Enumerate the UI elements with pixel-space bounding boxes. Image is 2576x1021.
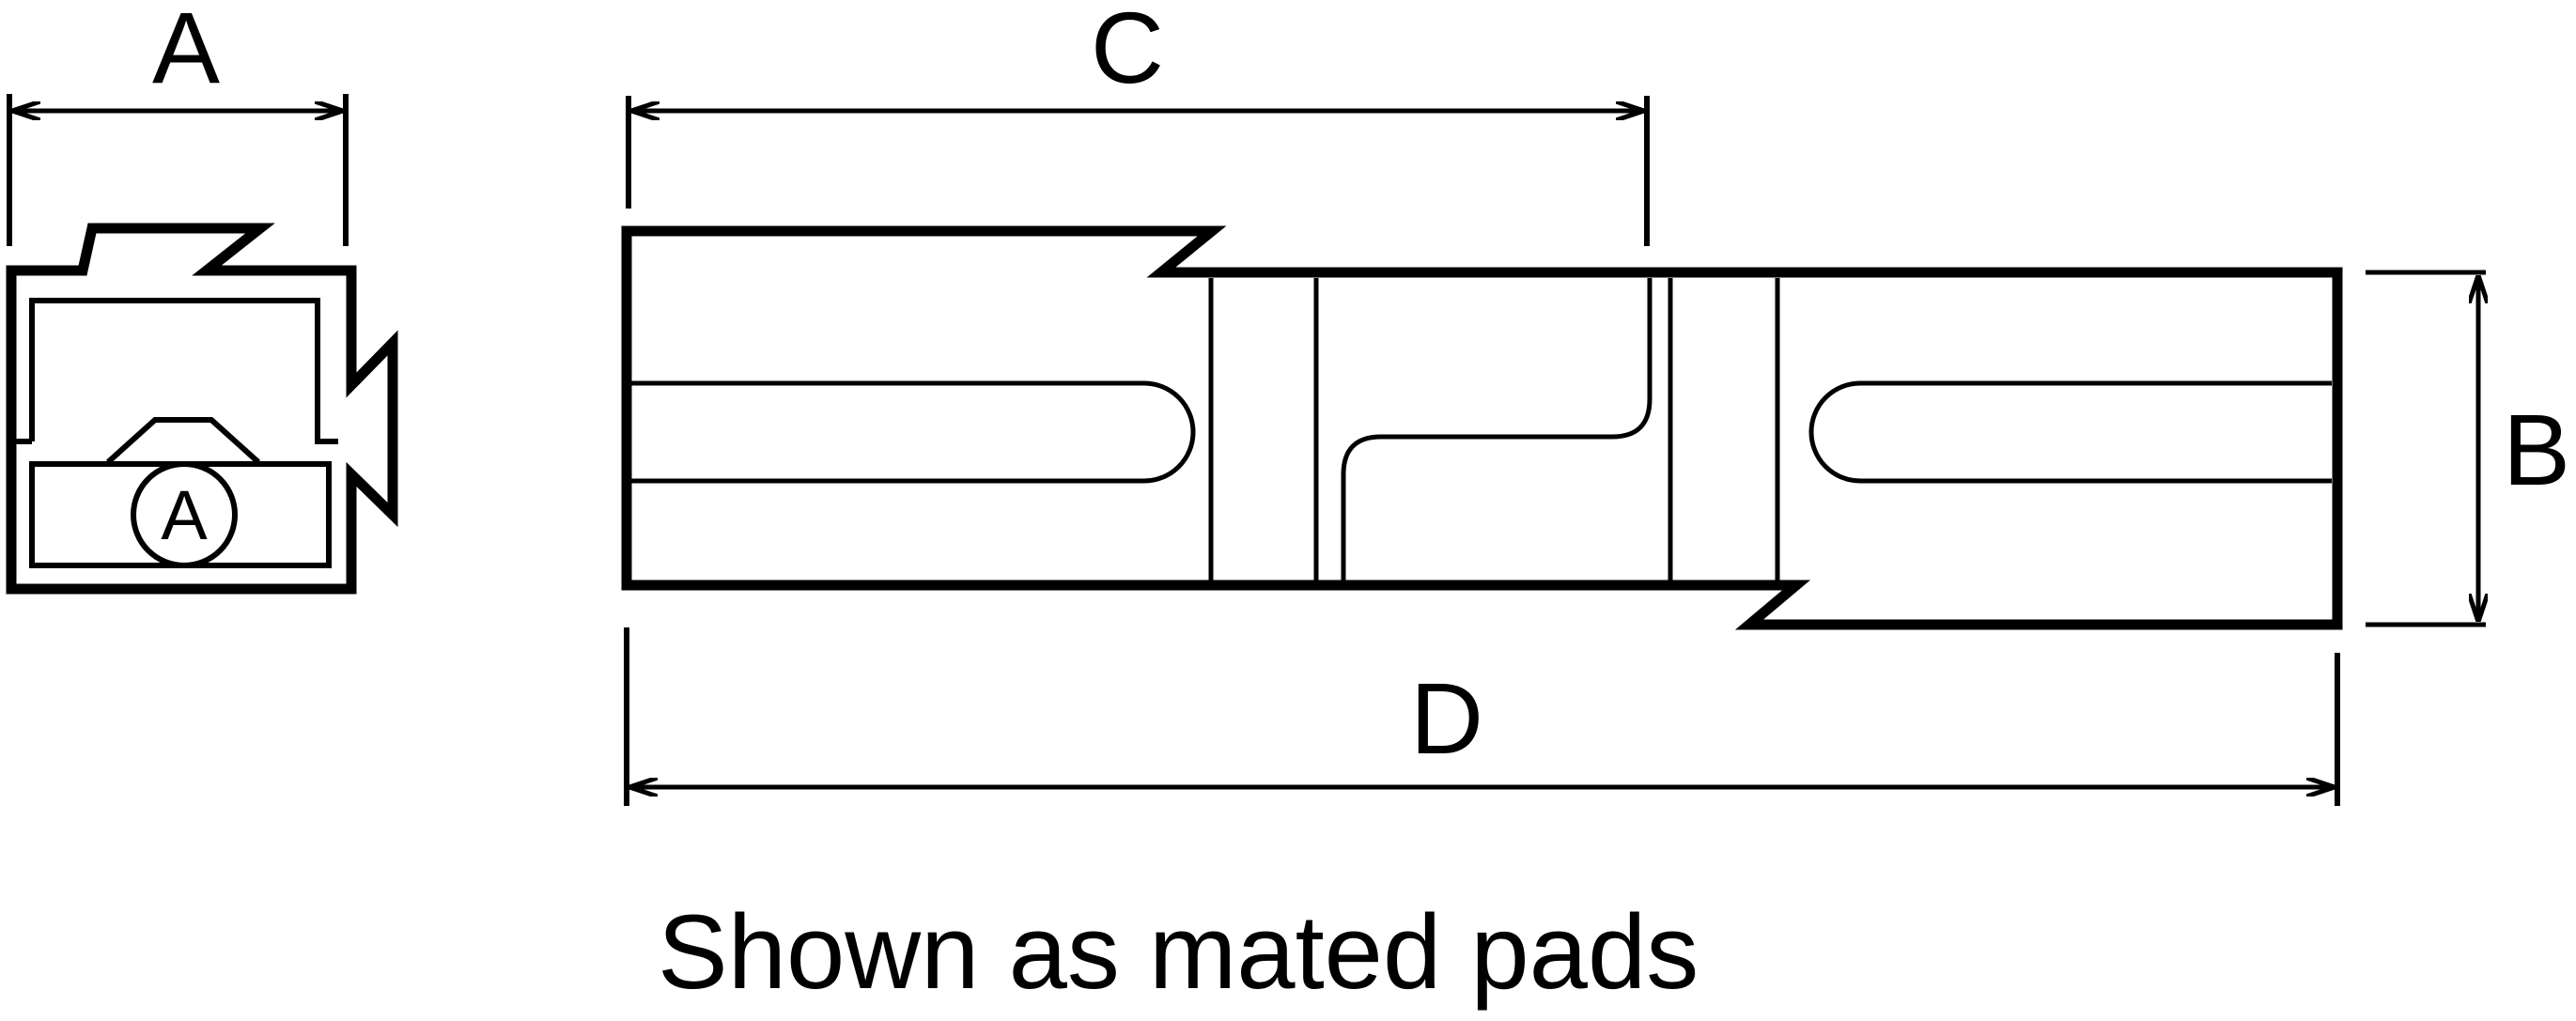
end-view-contact bbox=[105, 417, 261, 465]
side-view-center-contact bbox=[1341, 278, 1653, 585]
caption: Shown as mated pads bbox=[658, 893, 1699, 1011]
dimension-a-label: A bbox=[152, 0, 220, 104]
dimension-c-label: C bbox=[1091, 0, 1164, 104]
end-view: A A bbox=[6, 0, 398, 595]
side-view: C B D bbox=[621, 0, 2570, 806]
side-view-housing bbox=[621, 225, 2343, 630]
dimension-b-label: B bbox=[2503, 393, 2570, 506]
side-view-right-slot bbox=[1808, 380, 2332, 484]
end-view-cavity bbox=[29, 298, 338, 444]
dimension-d-label: D bbox=[1410, 661, 1483, 775]
end-view-badge-label: A bbox=[161, 476, 208, 554]
side-view-left-slot bbox=[631, 380, 1196, 484]
end-view-badge-circle bbox=[131, 461, 238, 568]
end-view-housing bbox=[6, 223, 398, 595]
